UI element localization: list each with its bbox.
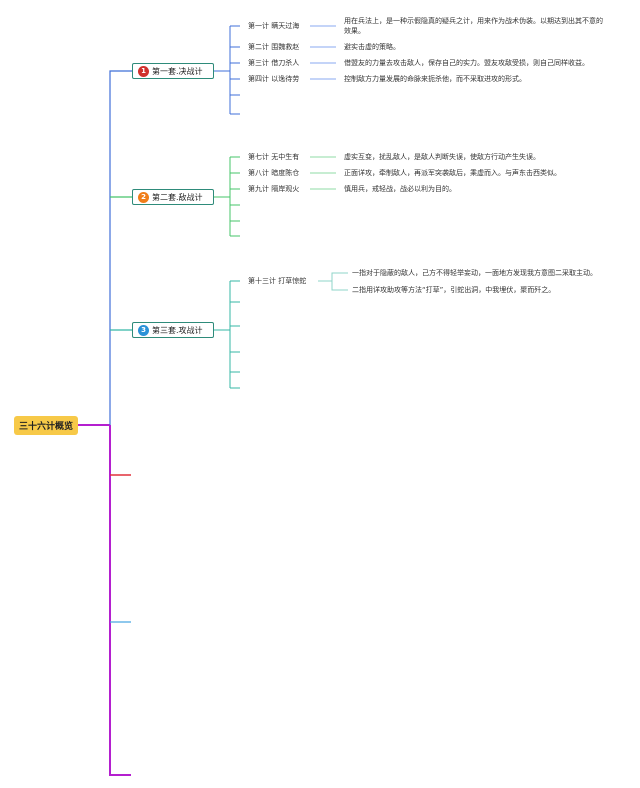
root-node[interactable]: 三十六计概览 [14,416,78,435]
strategy-sub-description: 一指对于隐蔽的敌人，己方不得轻举妄动，一面地方发现我方意图二采取主动。 [352,269,597,277]
strategy-node[interactable]: 第九计 隔岸观火 [248,185,300,193]
strategy-node[interactable]: 第一计 瞒天过海 [248,22,300,30]
strategy-node[interactable]: 第十三计 打草惊蛇 [248,277,307,285]
strategy-node[interactable]: 第二计 围魏救赵 [248,43,300,51]
group-1-trunk [214,26,231,114]
group-2-trunk [214,157,231,236]
strategy-description: 正面详攻，牵制敌人，再派军突袭敌后，乘虚而入。与声东击西类似。 [344,169,561,177]
strategy-description: 慎用兵，戒轻战，战必以利为目的。 [344,185,456,193]
strategy-node[interactable]: 第八计 暗度陈仓 [248,169,300,177]
group-label: 第三套.攻战计 [152,325,203,335]
badge-number-1-icon: 1 [138,65,149,77]
group-node-3[interactable]: 3 第三套.攻战计 [132,322,214,338]
strategy-description: 用在兵法上，是一种示假隐真的疑兵之计，用来作为战术伪装。以期达到出其不意的效果。 [344,17,603,35]
strategy-description: 虚实互变，扰乱敌人，是敌人判断失误，使敌方行动产生失误。 [344,153,540,161]
group-node-2[interactable]: 2 第二套.敌战计 [132,189,214,205]
strategy-description: 避实击虚的策略。 [344,43,400,51]
strategy-description: 控制敌方力量发展的命脉来扼杀他，而不采取进攻的形式。 [344,75,526,83]
group-node-1[interactable]: 1 第一套.决战计 [132,63,214,79]
group-3-trunk [214,281,231,388]
root-label: 三十六计概览 [18,422,73,432]
group-label: 第一套.决战计 [152,66,203,76]
spine-to-group-1 [109,70,132,425]
group-label: 第二套.敌战计 [152,192,203,202]
badge-number-2-icon: 2 [138,191,149,203]
strategy-node[interactable]: 第七计 无中生有 [248,153,300,161]
spine-to-empty-branch [109,425,131,776]
badge-number-3-icon: 3 [138,324,149,336]
strategy-node[interactable]: 第四计 以逸待劳 [248,75,300,83]
strategy-node[interactable]: 第三计 借刀杀人 [248,59,300,67]
strategy-description: 借盟友的力量去攻击敌人，保存自己的实力。盟友攻敌受损，则自己同样收益。 [344,59,589,67]
strategy-sub-description: 二指用详攻助攻等方法“打草”，引蛇出洞，中我埋伏，聚而歼之。 [352,286,556,294]
leaf-to-sub-desc-line [318,272,348,291]
